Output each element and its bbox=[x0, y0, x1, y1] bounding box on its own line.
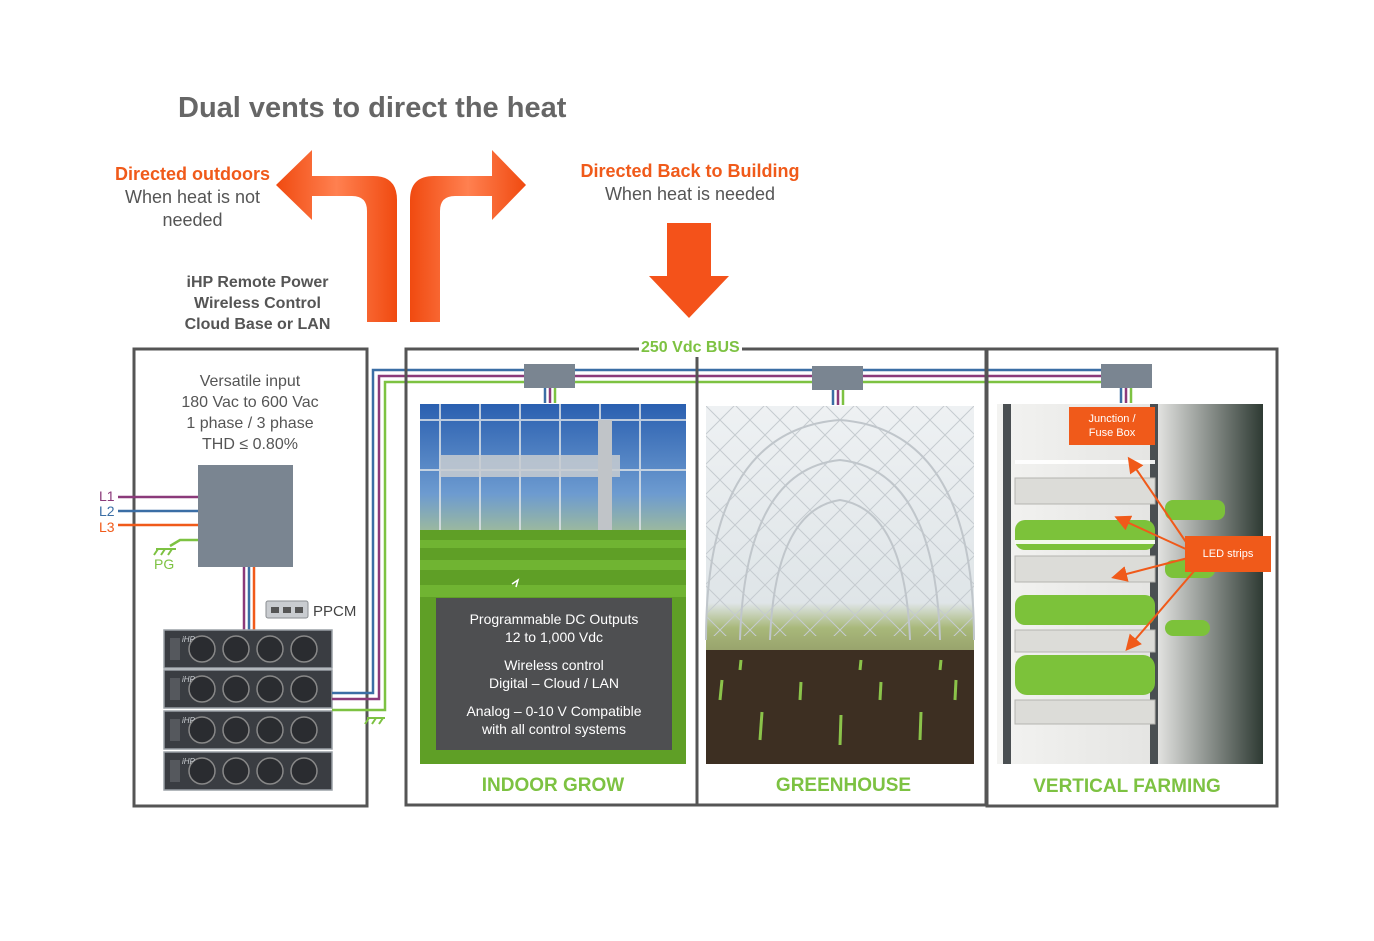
bus-wire-purple bbox=[332, 374, 1136, 701]
input-box bbox=[198, 465, 293, 567]
power-rack bbox=[163, 629, 333, 791]
vertical-farming-photo bbox=[997, 404, 1263, 764]
l2-label: L2 bbox=[99, 503, 115, 519]
vent-outdoors-line1: When heat is not bbox=[124, 187, 261, 207]
rack-brand-2: iHP bbox=[182, 675, 195, 684]
outputs-line5: Analog – 0-10 V Compatible bbox=[466, 703, 642, 719]
led-strips-tag: LED strips bbox=[1185, 536, 1271, 572]
ppcm-device bbox=[265, 600, 309, 619]
vent-arrow-outdoors bbox=[276, 150, 397, 322]
rack-brand-4: iHP bbox=[182, 757, 195, 766]
ground-wire bbox=[169, 538, 198, 548]
rack-brand-3: iHP bbox=[182, 716, 195, 725]
dc-outputs-box: Programmable DC Outputs 12 to 1,000 Vdc W… bbox=[436, 598, 672, 750]
input-line1: Versatile input bbox=[199, 373, 301, 390]
section-vertical-farming: VERTICAL FARMING bbox=[1033, 776, 1221, 797]
junction-tag-line1: Junction / bbox=[1088, 413, 1136, 425]
rack-brand-1: iHP bbox=[182, 635, 195, 644]
input-line3: 1 phase / 3 phase bbox=[186, 415, 314, 432]
outputs-line4: Digital – Cloud / LAN bbox=[489, 675, 619, 691]
vertical-farming-frame bbox=[985, 347, 1279, 808]
junction-box-2 bbox=[812, 366, 863, 405]
vent-building-heading: Directed Back to Building bbox=[580, 161, 800, 181]
ppcm-label: PPCM bbox=[313, 603, 357, 620]
vent-outdoors-text: Directed outdoors When heat is not neede… bbox=[100, 163, 285, 232]
remote-line2: Wireless Control bbox=[194, 295, 321, 312]
input-line2: 180 Vac to 600 Vac bbox=[181, 394, 319, 411]
vent-building-text: Directed Back to Building When heat is n… bbox=[560, 160, 820, 206]
l1-label: L1 bbox=[99, 488, 115, 504]
vent-outdoors-heading: Directed outdoors bbox=[114, 164, 270, 184]
outputs-line6: with all control systems bbox=[482, 721, 626, 737]
outputs-line2: 12 to 1,000 Vdc bbox=[504, 629, 604, 645]
outputs-line1: Programmable DC Outputs bbox=[469, 611, 639, 627]
remote-line3: Cloud Base or LAN bbox=[184, 316, 331, 333]
junction-fuse-tag: Junction / Fuse Box bbox=[1069, 407, 1155, 445]
page-title: Dual vents to direct the heat bbox=[178, 92, 567, 124]
junction-box-1 bbox=[524, 364, 575, 403]
bus-ground-symbol bbox=[364, 717, 385, 725]
power-unit-frame bbox=[132, 347, 369, 808]
bus-wire-green bbox=[332, 380, 1140, 712]
junction-box-3 bbox=[1101, 364, 1152, 403]
l3-label: L3 bbox=[99, 519, 115, 535]
bus-label: 250 Vdc BUS bbox=[639, 339, 742, 357]
bus-wire-blue bbox=[332, 368, 1132, 695]
junction-tag-line2: Fuse Box bbox=[1088, 427, 1136, 439]
remote-line1: iHP Remote Power bbox=[186, 274, 329, 291]
section-indoor-grow: INDOOR GROW bbox=[481, 775, 625, 796]
vent-building-line1: When heat is needed bbox=[604, 184, 776, 204]
input-line4: THD ≤ 0.80% bbox=[202, 436, 298, 453]
vent-arrow-building bbox=[410, 150, 526, 322]
outputs-line3: Wireless control bbox=[504, 657, 604, 673]
pg-label: PG bbox=[154, 556, 175, 572]
greenhouse-photo bbox=[705, 406, 975, 764]
section-greenhouse: GREENHOUSE bbox=[775, 775, 912, 796]
vent-outdoors-line2: needed bbox=[162, 210, 223, 230]
input-spec-text: Versatile input 180 Vac to 600 Vac 1 pha… bbox=[150, 371, 350, 455]
down-arrow-building bbox=[649, 223, 729, 318]
led-strip-arrows bbox=[1111, 456, 1196, 652]
ground-symbol bbox=[153, 548, 176, 556]
remote-power-text: iHP Remote Power Wireless Control Cloud … bbox=[160, 272, 355, 335]
